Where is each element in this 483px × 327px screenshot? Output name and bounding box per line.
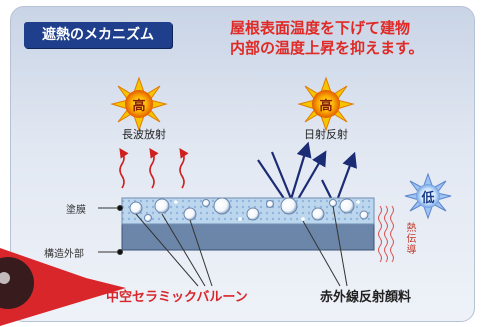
sun-label-right: 高 — [319, 99, 333, 114]
ceramic-balloon-callout: 中空セラミックバルーン — [106, 290, 248, 305]
cool-badge-label: 低 — [421, 191, 435, 206]
longwave-radiation-arrows — [119, 148, 189, 189]
roof-cross-section — [121, 197, 375, 251]
sun-badge-right: 高 — [303, 81, 349, 127]
heat-conduction-lines — [378, 205, 394, 263]
solar-reflection-caption: 日射反射 — [304, 128, 348, 141]
sun-icon-left — [110, 76, 168, 132]
diagram-title: 遮熱のメカニズム — [24, 22, 172, 48]
headline-line-1: 屋根表面温度を下げて建物 — [230, 19, 411, 37]
heat-conduction-label: 熱伝導 — [404, 222, 415, 255]
callout-pointer — [0, 248, 126, 326]
callout-leader-lines — [135, 205, 348, 287]
cool-badge-icon — [404, 172, 452, 220]
sun-label-left: 高 — [132, 99, 146, 114]
sun-badge-left: 高 — [116, 81, 162, 127]
longwave-caption: 長波放射 — [122, 128, 166, 141]
cool-badge: 低 — [405, 173, 451, 219]
headline-line-2: 内部の温度上昇を抑えます。 — [230, 39, 424, 57]
diagram-panel — [10, 6, 475, 322]
infrared-pigment-callout: 赤外線反射顔料 — [320, 290, 412, 305]
sun-icon-right — [297, 76, 355, 132]
coating-layer-label: 塗膜 — [66, 205, 86, 216]
headline: 屋根表面温度を下げて建物 内部の温度上昇を抑えます。 — [230, 18, 470, 58]
layer-leader-lines — [98, 205, 123, 255]
structure-layer-label: 構造外部 — [44, 249, 84, 260]
